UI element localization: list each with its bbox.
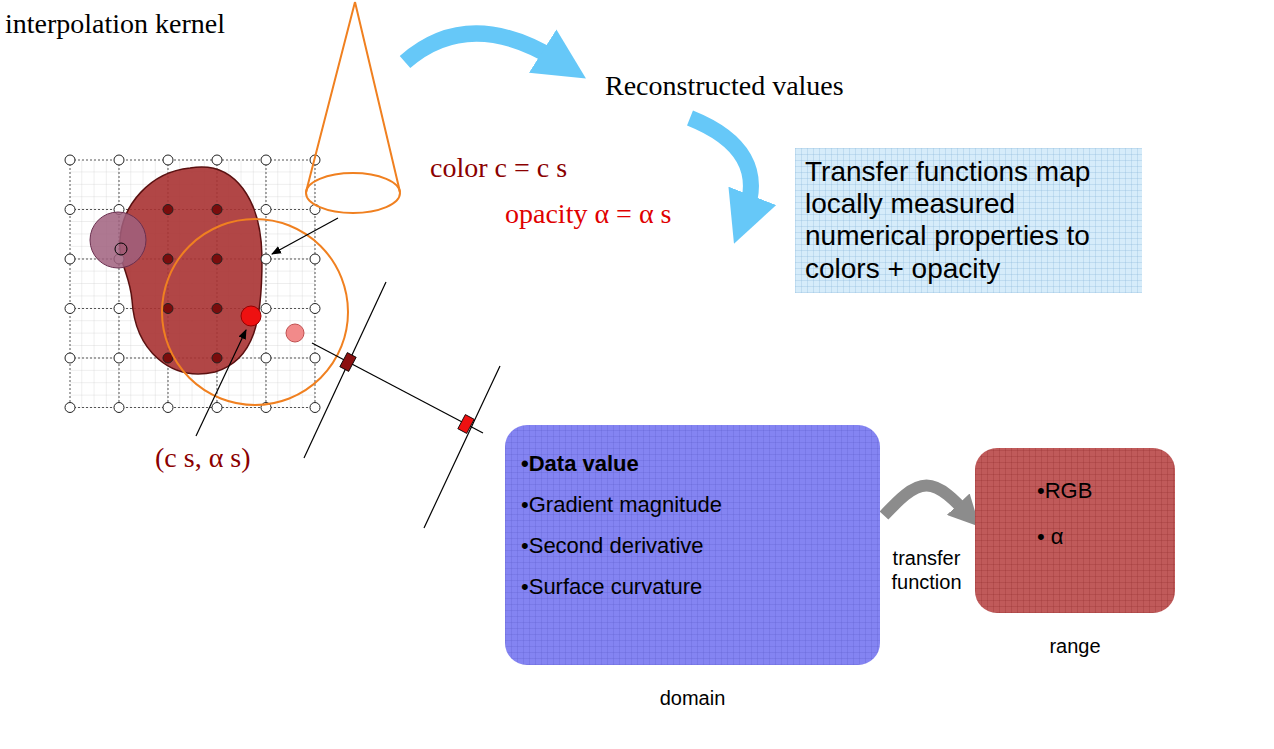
flow-arrow (405, 34, 560, 63)
grid-sample (163, 205, 173, 215)
kernel-support (162, 219, 348, 405)
grid-sample (65, 155, 75, 165)
transfer-arrow (884, 486, 969, 516)
grid-sample (310, 403, 320, 413)
grid-sample (212, 254, 222, 264)
grid-sample (114, 155, 124, 165)
box-text: •Surface curvature (521, 574, 866, 600)
text-label: color c = c s (430, 152, 567, 184)
grid-sample (163, 155, 173, 165)
kernel-cone-base (306, 173, 400, 213)
text-label: opacity α = α s (505, 198, 671, 230)
grid-sample (65, 254, 75, 264)
resample-point (241, 306, 261, 326)
range-box: •RGB• αrange (975, 448, 1175, 613)
box-text: • α (1037, 524, 1155, 550)
grid-sample (65, 205, 75, 215)
grid-sample (65, 403, 75, 413)
grid-sample (261, 205, 271, 215)
grid-sample (310, 353, 320, 363)
edge-label: transfer function (886, 546, 967, 594)
grid-sample (261, 304, 271, 314)
viewing-ray (312, 343, 483, 433)
pointer-arrow (272, 218, 338, 254)
slab-plane (424, 366, 500, 528)
grid-sample (212, 155, 222, 165)
grid-sample (163, 254, 173, 264)
flow-arrow (690, 118, 751, 215)
sample-point (115, 243, 127, 255)
text-label: (c s, α s) (155, 442, 251, 474)
grid-line (266, 160, 267, 408)
box-caption: range (975, 635, 1175, 658)
text-label: interpolation kernel (5, 8, 225, 40)
object-region (120, 167, 262, 374)
grid-sample (212, 353, 222, 363)
grid-sample (212, 403, 222, 413)
grid-line (70, 407, 315, 408)
slab-plane (304, 282, 386, 458)
grid-sample (212, 205, 222, 215)
resample-point (286, 324, 304, 342)
ray-sample (458, 415, 474, 434)
grid-sample (261, 155, 271, 165)
grid-line (315, 160, 316, 408)
grid-line (119, 160, 120, 408)
grid-sample (163, 403, 173, 413)
pointer-arrow (196, 330, 246, 436)
box-text: •RGB (1037, 478, 1155, 504)
kernel-cone (306, 2, 400, 192)
grid-sample (212, 304, 222, 314)
grid-sample (261, 254, 271, 264)
grid-sample (65, 304, 75, 314)
sample-grid (70, 160, 315, 408)
fine-grid (70, 160, 315, 408)
grid-line (70, 160, 71, 408)
grid-sample (310, 254, 320, 264)
grid-sample (114, 403, 124, 413)
box-text: •Data value (521, 451, 866, 477)
grid-sample (261, 353, 271, 363)
ray-sample (340, 353, 356, 372)
grid-sample (65, 353, 75, 363)
grid-sample (114, 304, 124, 314)
grid-sample (163, 304, 173, 314)
text-label: Reconstructed values (605, 70, 844, 102)
box-text: •Gradient magnitude (521, 492, 866, 518)
kernel-footprint (90, 212, 146, 268)
sample-points (65, 155, 320, 413)
grid-sample (310, 304, 320, 314)
domain-box: •Data value •Gradient magnitude •Second de… (505, 425, 880, 665)
box-caption: domain (505, 687, 880, 710)
info-box: Transfer functions map locally measured … (795, 148, 1142, 293)
box-text: Transfer functions map locally measured … (805, 156, 1132, 285)
grid-line (70, 160, 315, 161)
grid-sample (114, 353, 124, 363)
box-text: •Second derivative (521, 533, 866, 559)
